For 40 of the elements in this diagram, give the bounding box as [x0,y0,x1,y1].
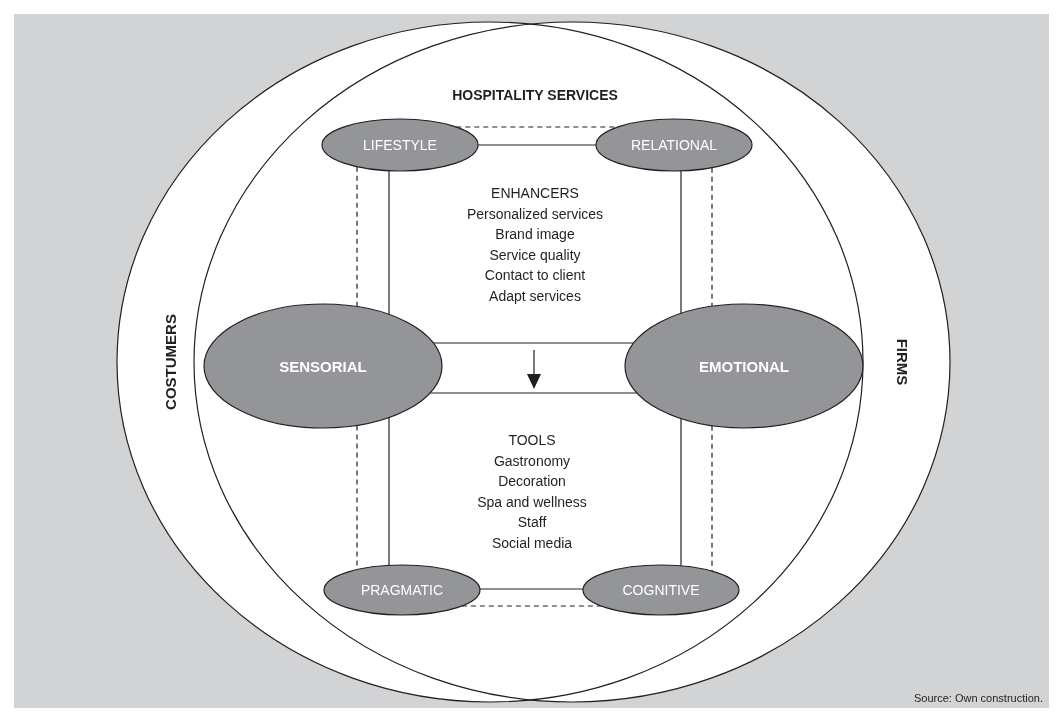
list-heading: ENHANCERS [491,185,579,201]
ellipse-label: SENSORIAL [279,357,367,375]
connector-line [680,170,682,314]
list-item: Gastronomy [493,452,571,469]
list-item: Decoration [498,473,566,490]
dashed-connector-line [356,166,358,308]
list-item: Brand image [495,226,575,243]
connector-line [479,588,584,590]
dashed-connector-line [461,605,602,607]
category-ellipse [203,303,443,429]
dashed-connector-line [711,425,713,572]
dashed-connector-line [711,167,713,307]
connector-line [477,144,597,146]
list-item: Staff [517,514,547,531]
group-label: COSTUMERS [161,314,179,410]
category-ellipse [595,118,753,172]
list-item: Contact to client [484,267,586,284]
ellipse-label: EMOTIONAL [699,357,789,375]
ellipse-label: COGNITIVE [622,582,700,598]
list-item: Adapt services [489,288,581,304]
list-item: Social media [491,535,573,551]
connector-line [388,417,390,566]
ellipse-label: RELATIONAL [630,137,718,153]
connector-line [429,392,638,394]
list-heading: TOOLS [508,432,556,448]
source-note: Source: Own construction. [914,692,1043,704]
category-ellipse [624,303,864,429]
ellipse-label: LIFESTYLE [363,137,437,153]
list-item: Spa and wellness [477,493,587,510]
list-item: Service quality [489,246,581,263]
section-heading: HOSPITALITY SERVICES [452,87,618,103]
category-ellipse [582,564,740,616]
category-ellipse [323,564,481,616]
connector-line [388,170,390,315]
group-label: FIRMS [893,338,911,386]
category-ellipse [321,118,479,172]
ellipse-label: PRAGMATIC [360,582,444,598]
connector-line [432,342,635,344]
list-item: Personalized services [466,205,604,222]
connector-line [680,418,682,567]
